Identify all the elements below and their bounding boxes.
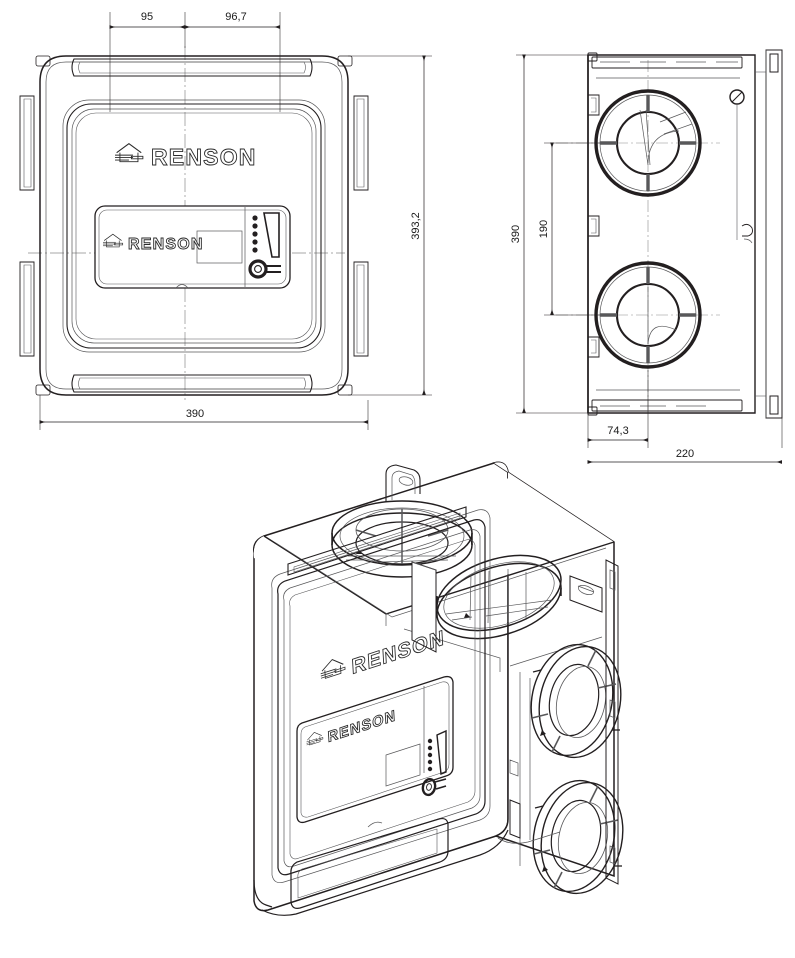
port-internal-detail [647,287,677,345]
led-dot [252,247,258,253]
led-dot [427,745,433,751]
control-panel-inner-border [98,209,287,285]
side-top-strip [587,52,743,69]
side-latch-detail [741,223,753,244]
led-dot [252,231,258,237]
control-panel-body[interactable] [94,205,291,289]
iso-top-port-right [436,554,562,640]
side-port-lower [594,261,702,369]
iso-top-port-left-spokes [355,509,449,564]
front-view: RENSON RENSON [19,11,432,430]
level-wedge-icon [263,212,280,258]
side-port-upper [594,89,702,197]
dim-label-190: 190 [538,220,550,238]
iso-control-panel[interactable]: RENSON [296,675,454,824]
side-left-clips [588,94,600,358]
front-bottom-grip [71,374,313,393]
port-spokes [600,95,696,191]
dim-label-74-3: 74,3 [607,425,628,437]
iso-control-panel-inner-border [300,681,450,818]
iso-control-panel-body[interactable] [296,675,454,824]
iso-corner-tab [569,575,603,613]
dim-label-393-2: 393,2 [410,212,422,240]
iso-bottom-grip [290,817,449,909]
panel-brand-logo-text: RENSON [128,236,204,253]
iso-side-port-upper [530,643,622,759]
iso-display-screen [385,743,421,787]
side-cap-marker-icon [729,89,745,240]
iso-hanger-bracket [385,464,421,502]
led-dot [252,215,258,221]
dim-label-390-height: 390 [510,225,522,243]
iso-led-indicator-column [427,738,433,772]
dim-label-95: 95 [141,11,153,23]
panel-brand-logo: RENSON [102,233,204,253]
led-dot [427,766,433,772]
dim-label-220: 220 [676,448,694,460]
iso-panel-latch-notch [367,821,383,828]
side-dimension-lines: 390 190 74,3 220 [510,54,783,464]
front-brand-logo: RENSON [114,143,257,170]
led-dot [427,738,433,744]
dim-label-96-7: 96,7 [225,11,246,23]
iso-right-rail [605,559,619,885]
isometric-view: RENSON RENSON [252,461,624,916]
iso-door-panel [271,509,491,884]
iso-rotary-knob[interactable] [421,777,447,797]
dim-label-390-width: 390 [186,408,204,420]
front-door-panel [62,99,326,353]
front-brand-logo-text: RENSON [151,144,257,170]
front-housing-outline [39,55,349,396]
iso-side-port-lower [532,779,624,895]
iso-gusset-rib [411,561,437,653]
led-dot [427,759,433,765]
led-indicator-column [252,215,258,253]
iso-side-port-lower-spokes [533,785,619,889]
port-internal-detail [639,109,693,166]
port-spokes [600,267,696,363]
led-dot [427,752,433,758]
iso-top-port-left [331,500,473,578]
side-bottom-strip [587,399,743,416]
front-corner-tabs [35,55,353,396]
display-screen [196,230,243,264]
front-control-panel: RENSON [94,205,291,289]
iso-level-wedge-icon [436,729,447,775]
iso-shell-lower-edge [253,829,561,916]
led-dot [252,223,258,229]
led-dot [252,239,258,245]
front-top-grip [71,58,313,77]
iso-face-latch [509,759,521,839]
front-side-rails [19,95,369,357]
rotary-knob[interactable] [248,259,281,279]
iso-side-port-upper-spokes [531,649,617,753]
side-view: 390 190 74,3 220 [510,49,783,464]
iso-top-grip [287,506,467,576]
panel-latch-notch [175,284,189,289]
front-dimension-lines: 95 96,7 393,2 390 [39,11,432,430]
